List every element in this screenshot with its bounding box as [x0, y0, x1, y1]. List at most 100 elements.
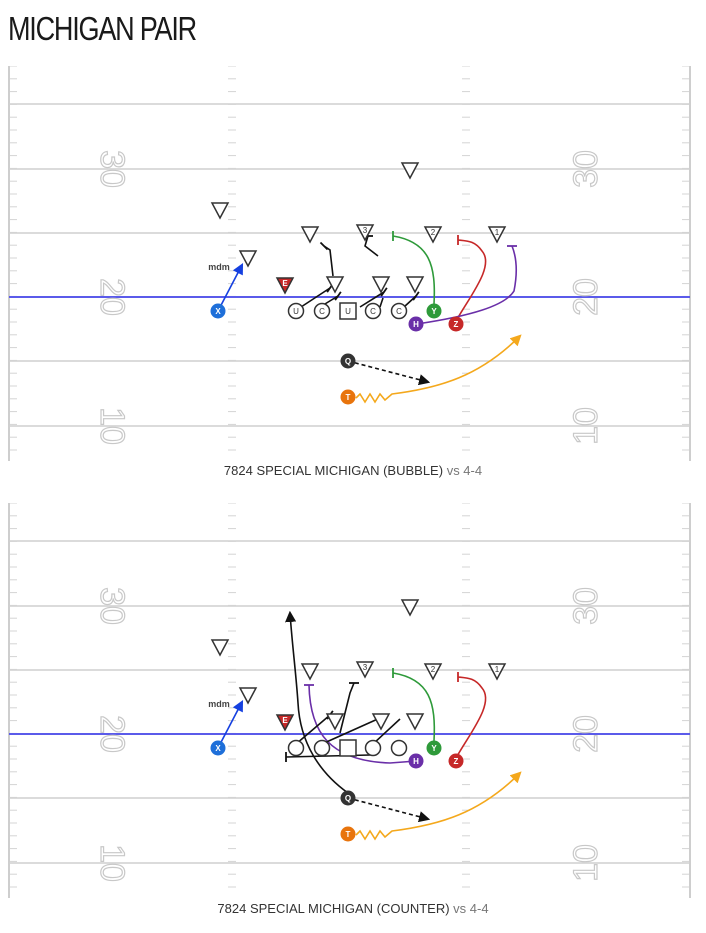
block-line: [321, 717, 381, 745]
player-center: U: [339, 302, 357, 320]
player-quarterback: Q: [340, 790, 356, 806]
block-bar: [412, 291, 420, 301]
player-line: C: [390, 302, 408, 320]
route-z: [455, 239, 487, 322]
defender-line: [325, 713, 345, 731]
player-line: [390, 739, 408, 757]
player-label: U: [345, 307, 351, 316]
player-label: Q: [345, 794, 351, 803]
defender-corner: [210, 639, 230, 657]
block-c: [364, 235, 379, 257]
player-receiver: Z: [448, 753, 464, 769]
player-receiver: X: [210, 740, 226, 756]
defense-label: vs 4-4: [446, 463, 483, 478]
defender-line: [405, 713, 425, 731]
route-z: [455, 676, 487, 759]
defender-linebacker: 1: [487, 663, 507, 681]
player-label: C: [396, 307, 402, 316]
play-code: 7824 SPECIAL MICHIGAN (COUNTER): [217, 901, 450, 916]
play-caption-counter: 7824 SPECIAL MICHIGAN (COUNTER) vs 4-4: [0, 901, 706, 916]
yard-number-left: 10: [93, 844, 131, 882]
player-label: Y: [431, 307, 437, 316]
defender-label: 2: [431, 228, 436, 237]
player-label: X: [215, 307, 221, 316]
yard-number-left: 20: [93, 278, 131, 316]
player-tight-end: Y: [426, 303, 442, 319]
block-u: [323, 245, 334, 277]
defender-linebacker: 2: [423, 226, 443, 244]
player-label: Z: [454, 757, 459, 766]
yard-number-right: 10: [567, 844, 605, 882]
player-receiver: X: [210, 303, 226, 319]
block-line: [359, 291, 385, 308]
player-back: T: [340, 389, 356, 405]
page-title: MICHIGAN PAIR: [8, 10, 197, 47]
defender-linebacker: 2: [423, 663, 443, 681]
block-bar: [319, 241, 329, 251]
defender-label: 1: [495, 228, 500, 237]
block-bar: [334, 291, 342, 301]
player-line: [313, 739, 331, 757]
yard-number-left: 30: [93, 587, 131, 625]
player-line: [364, 739, 382, 757]
player-receiver: Z: [448, 316, 464, 332]
route-x: [217, 700, 244, 749]
defense-label: vs 4-4: [453, 901, 489, 916]
defender-label: 1: [495, 665, 500, 674]
defender-end: E: [275, 277, 295, 295]
block-c: [339, 682, 355, 734]
defender-label: E: [282, 716, 288, 725]
defender-linebacker: 1: [487, 226, 507, 244]
defender-corner: [210, 202, 230, 220]
player-wing: H: [408, 316, 424, 332]
player-label: Z: [454, 320, 459, 329]
mdm-annotation: mdm: [208, 699, 230, 709]
block-line: [300, 287, 331, 308]
defender-line: [325, 276, 345, 294]
player-label: Q: [345, 357, 351, 366]
player-quarterback: Q: [340, 353, 356, 369]
play-caption-bubble: 7824 SPECIAL MICHIGAN (BUBBLE) vs 4-4: [0, 463, 706, 478]
yard-number-right: 20: [567, 278, 605, 316]
player-line: C: [364, 302, 382, 320]
player-center: [339, 739, 357, 757]
player-label: T: [346, 830, 351, 839]
route-h: [308, 684, 417, 764]
defender-deep: [400, 162, 420, 180]
yard-number-right: 20: [567, 715, 605, 753]
player-back: T: [340, 826, 356, 842]
player-label: C: [319, 307, 325, 316]
route-y: [392, 235, 436, 305]
defender-corner-mdm: [238, 687, 258, 705]
defender-label: 3: [363, 663, 368, 672]
defender-linebacker: 3: [355, 661, 375, 679]
player-line: C: [313, 302, 331, 320]
player-line: U: [287, 302, 305, 320]
defender-deep: [400, 599, 420, 617]
route-t: [355, 771, 522, 841]
defender-line: [371, 276, 391, 294]
route-x: [217, 263, 244, 312]
player-label: T: [346, 393, 351, 402]
block-line: [372, 718, 401, 745]
defender-label: E: [282, 279, 288, 288]
yard-number-right: 30: [567, 587, 605, 625]
player-label: H: [413, 757, 419, 766]
play-code: 7824 SPECIAL MICHIGAN (BUBBLE): [223, 463, 444, 478]
defender-label: 2: [431, 665, 436, 674]
player-label: H: [413, 320, 419, 329]
defender-end: E: [275, 714, 295, 732]
player-label: Y: [431, 744, 437, 753]
player-wing: H: [408, 753, 424, 769]
yard-number-left: 10: [93, 407, 131, 445]
route-q-dash: [347, 360, 431, 386]
defender-linebacker: [300, 663, 320, 681]
defender-linebacker: [300, 226, 320, 244]
route-q-dash: [347, 797, 431, 823]
player-line: [287, 739, 305, 757]
defender-label: 3: [363, 226, 368, 235]
mdm-annotation: mdm: [208, 262, 230, 272]
